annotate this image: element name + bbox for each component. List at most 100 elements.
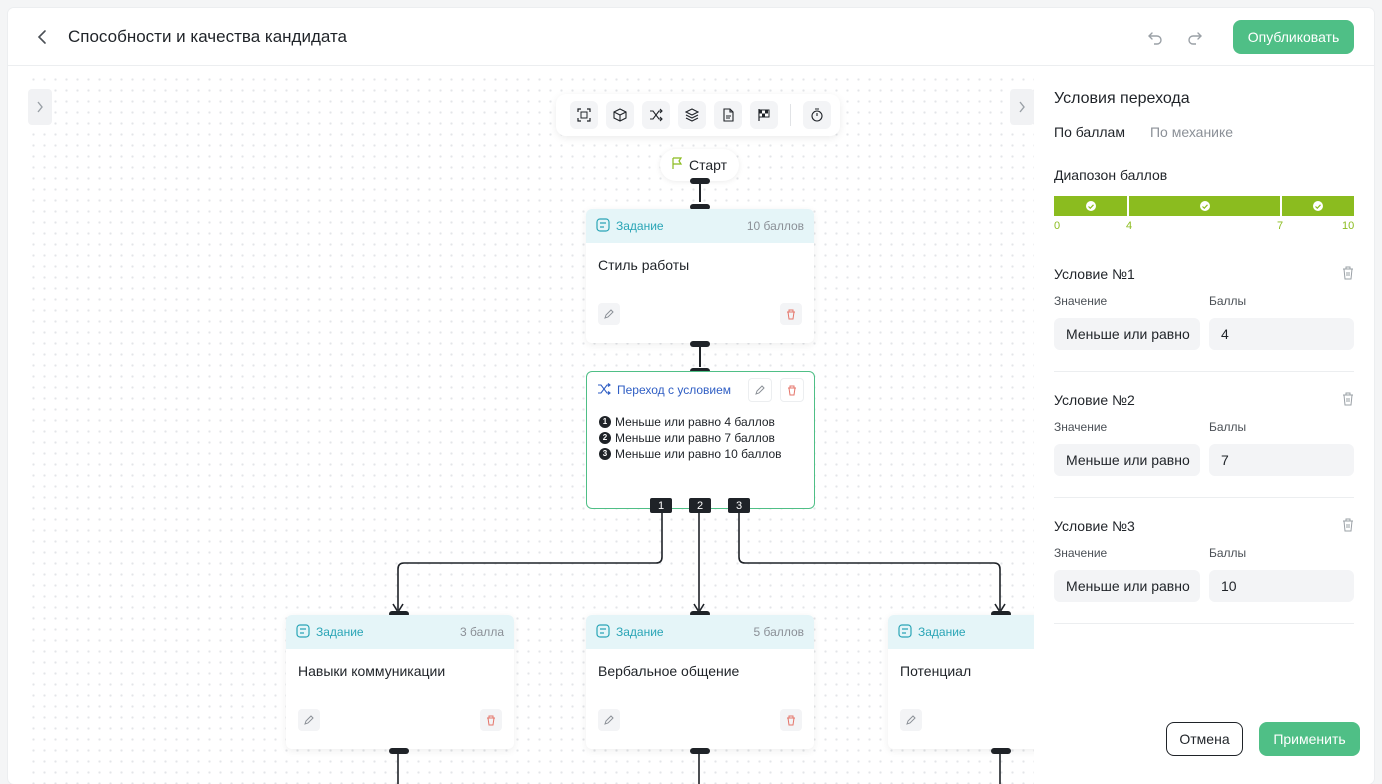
fit-screen-icon[interactable] [570,101,598,129]
connector-handle[interactable] [690,611,710,617]
task-icon [898,623,912,641]
trash-icon[interactable] [1342,518,1354,537]
delete-trash-icon[interactable] [480,709,502,731]
condition-item: 1 Меньше или равно 4 баллов [599,414,802,430]
check-icon [1085,201,1096,211]
output-port-2[interactable]: 2 [689,498,711,513]
condition-points-field[interactable]: 4 [1209,318,1354,350]
connector-handle[interactable] [690,204,710,210]
expand-left-button[interactable] [28,89,52,125]
task-card-communication[interactable]: Задание 3 балла Навыки коммуникации [286,615,514,749]
task-card-style[interactable]: Задание 10 баллов Стиль работы [586,209,814,343]
condition-title: Условие №3 [1054,518,1135,534]
value-label: Значение [1054,420,1108,434]
range-segment-2[interactable] [1129,196,1280,216]
condition-operator-field[interactable]: Меньше или равно [1054,444,1200,476]
output-port-3[interactable]: 3 [728,498,750,513]
condition-points-field[interactable]: 7 [1209,444,1354,476]
app-frame: Способности и качества кандидата Опублик… [8,8,1374,784]
flow-canvas[interactable]: Старт Задание 10 баллов Стиль работы [28,74,1034,784]
condition-block-2: Условие №2 Значение Баллы Меньше или рав… [1054,392,1354,498]
condition-operator-field[interactable]: Меньше или равно [1054,318,1200,350]
trash-icon[interactable] [1342,266,1354,285]
edit-pencil-icon[interactable] [900,709,922,731]
cube-icon[interactable] [606,101,634,129]
condition-points-field[interactable]: 10 [1209,570,1354,602]
start-node[interactable]: Старт [660,149,740,181]
condition-item: 3 Меньше или равно 10 баллов [599,446,802,462]
task-card-verbal[interactable]: Задание 5 баллов Вербальное общение [586,615,814,749]
edit-pencil-icon[interactable] [748,378,772,402]
delete-trash-icon[interactable] [780,303,802,325]
condition-type-label: Переход с условием [617,383,732,397]
points-label: Баллы [1209,546,1247,560]
transition-conditions-panel: Условия перехода По баллам По механике Д… [1034,66,1374,784]
toolbar-divider [790,104,791,126]
task-card-potential[interactable]: Задание Потенциал [888,615,1034,749]
timer-icon[interactable] [803,101,831,129]
canvas-toolbar [556,94,840,136]
flow-arrow [699,345,701,367]
range-tick: 7 [1277,220,1284,232]
score-range-bar[interactable] [1054,196,1354,216]
condition-title: Условие №2 [1054,392,1135,408]
condition-number: 2 [599,432,611,444]
publish-button[interactable]: Опубликовать [1233,20,1354,54]
panel-title: Условия перехода [1054,90,1190,107]
start-label: Старт [689,157,728,173]
task-type-label: Задание [316,625,364,639]
condition-operator-field[interactable]: Меньше или равно [1054,570,1200,602]
cancel-button[interactable]: Отмена [1166,722,1243,756]
connector-handle[interactable] [690,341,710,347]
finish-flag-icon[interactable] [750,101,778,129]
condition-node[interactable]: Переход с условием 1 Меньше или равно 4 … [586,371,815,509]
range-segment-1[interactable] [1054,196,1127,216]
condition-title: Условие №1 [1054,266,1135,282]
task-card-header: Задание 5 баллов [586,615,814,649]
task-points: 5 баллов [753,625,804,639]
condition-block-1: Условие №1 Значение Баллы Меньше или рав… [1054,266,1354,372]
range-tick: 10 [1342,220,1355,232]
points-label: Баллы [1209,294,1247,308]
condition-number: 1 [599,416,611,428]
document-icon[interactable] [714,101,742,129]
connector-handle[interactable] [991,611,1011,617]
edit-pencil-icon[interactable] [298,709,320,731]
layers-icon[interactable] [678,101,706,129]
output-port-1[interactable]: 1 [650,498,672,513]
task-card-header: Задание [888,615,1034,649]
connector-handle[interactable] [389,611,409,617]
condition-number: 3 [599,448,611,460]
edit-pencil-icon[interactable] [598,709,620,731]
connector-handle[interactable] [690,178,710,184]
branch-lines [392,513,1006,784]
task-icon [596,623,610,641]
delete-trash-icon[interactable] [780,378,804,402]
connector-handle[interactable] [991,748,1011,754]
undo-icon[interactable] [1145,27,1165,47]
expand-right-button[interactable] [1010,89,1034,125]
points-label: Баллы [1209,420,1247,434]
flow-arrow [699,182,701,202]
connector-handle[interactable] [690,748,710,754]
back-arrow-icon[interactable] [32,27,52,47]
trash-icon[interactable] [1342,392,1354,411]
apply-button[interactable]: Применить [1259,722,1360,756]
tab-by-mechanics[interactable]: По механике [1149,124,1234,140]
tab-by-points[interactable]: По баллам [1054,124,1125,140]
delete-trash-icon[interactable] [780,709,802,731]
condition-tabs: По баллам По механике [1054,124,1233,140]
range-tick: 4 [1126,220,1133,232]
redo-icon[interactable] [1185,27,1205,47]
shuffle-icon[interactable] [642,101,670,129]
range-segment-3[interactable] [1282,196,1354,216]
condition-text: Меньше или равно 7 баллов [615,431,775,445]
task-type-label: Задание [918,625,966,639]
shuffle-icon [597,382,611,398]
edit-pencil-icon[interactable] [598,303,620,325]
task-points: 3 балла [460,625,504,639]
condition-node-header: Переход с условием [587,372,814,408]
task-type-label: Задание [616,625,664,639]
connector-handle[interactable] [389,748,409,754]
check-icon [1313,201,1323,211]
